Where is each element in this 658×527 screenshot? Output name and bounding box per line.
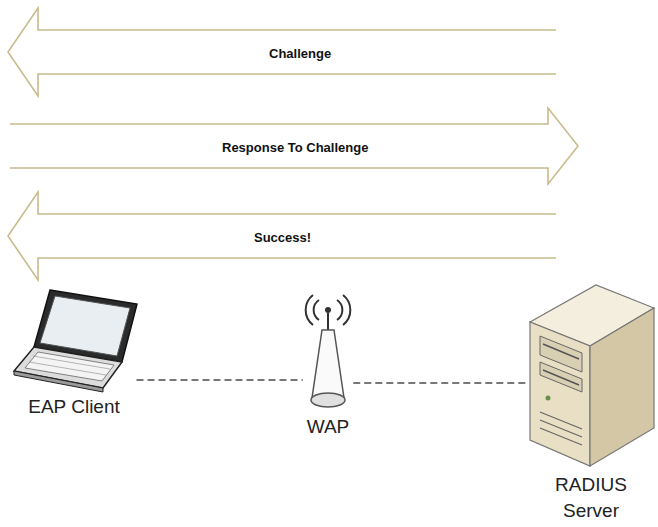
device-label: EAP Client	[28, 394, 120, 420]
message-label: Challenge	[269, 46, 331, 62]
message-label: Response To Challenge	[222, 140, 368, 156]
network-device: RADIUS Server	[528, 280, 654, 524]
network-device: EAP Client	[12, 288, 137, 420]
message-arrow: Challenge	[8, 8, 556, 96]
network-link	[137, 379, 303, 381]
message-arrow: Success!	[8, 192, 556, 280]
device-label: WAP	[307, 414, 350, 440]
device-label: RADIUS Server	[545, 472, 637, 524]
network-link	[353, 382, 528, 384]
message-arrow: Response To Challenge	[10, 108, 580, 184]
laptop-icon	[14, 290, 137, 392]
network-device: WAP	[303, 294, 354, 440]
access-point-icon	[306, 295, 351, 407]
message-label: Success!	[254, 230, 311, 246]
server-icon	[530, 285, 654, 466]
